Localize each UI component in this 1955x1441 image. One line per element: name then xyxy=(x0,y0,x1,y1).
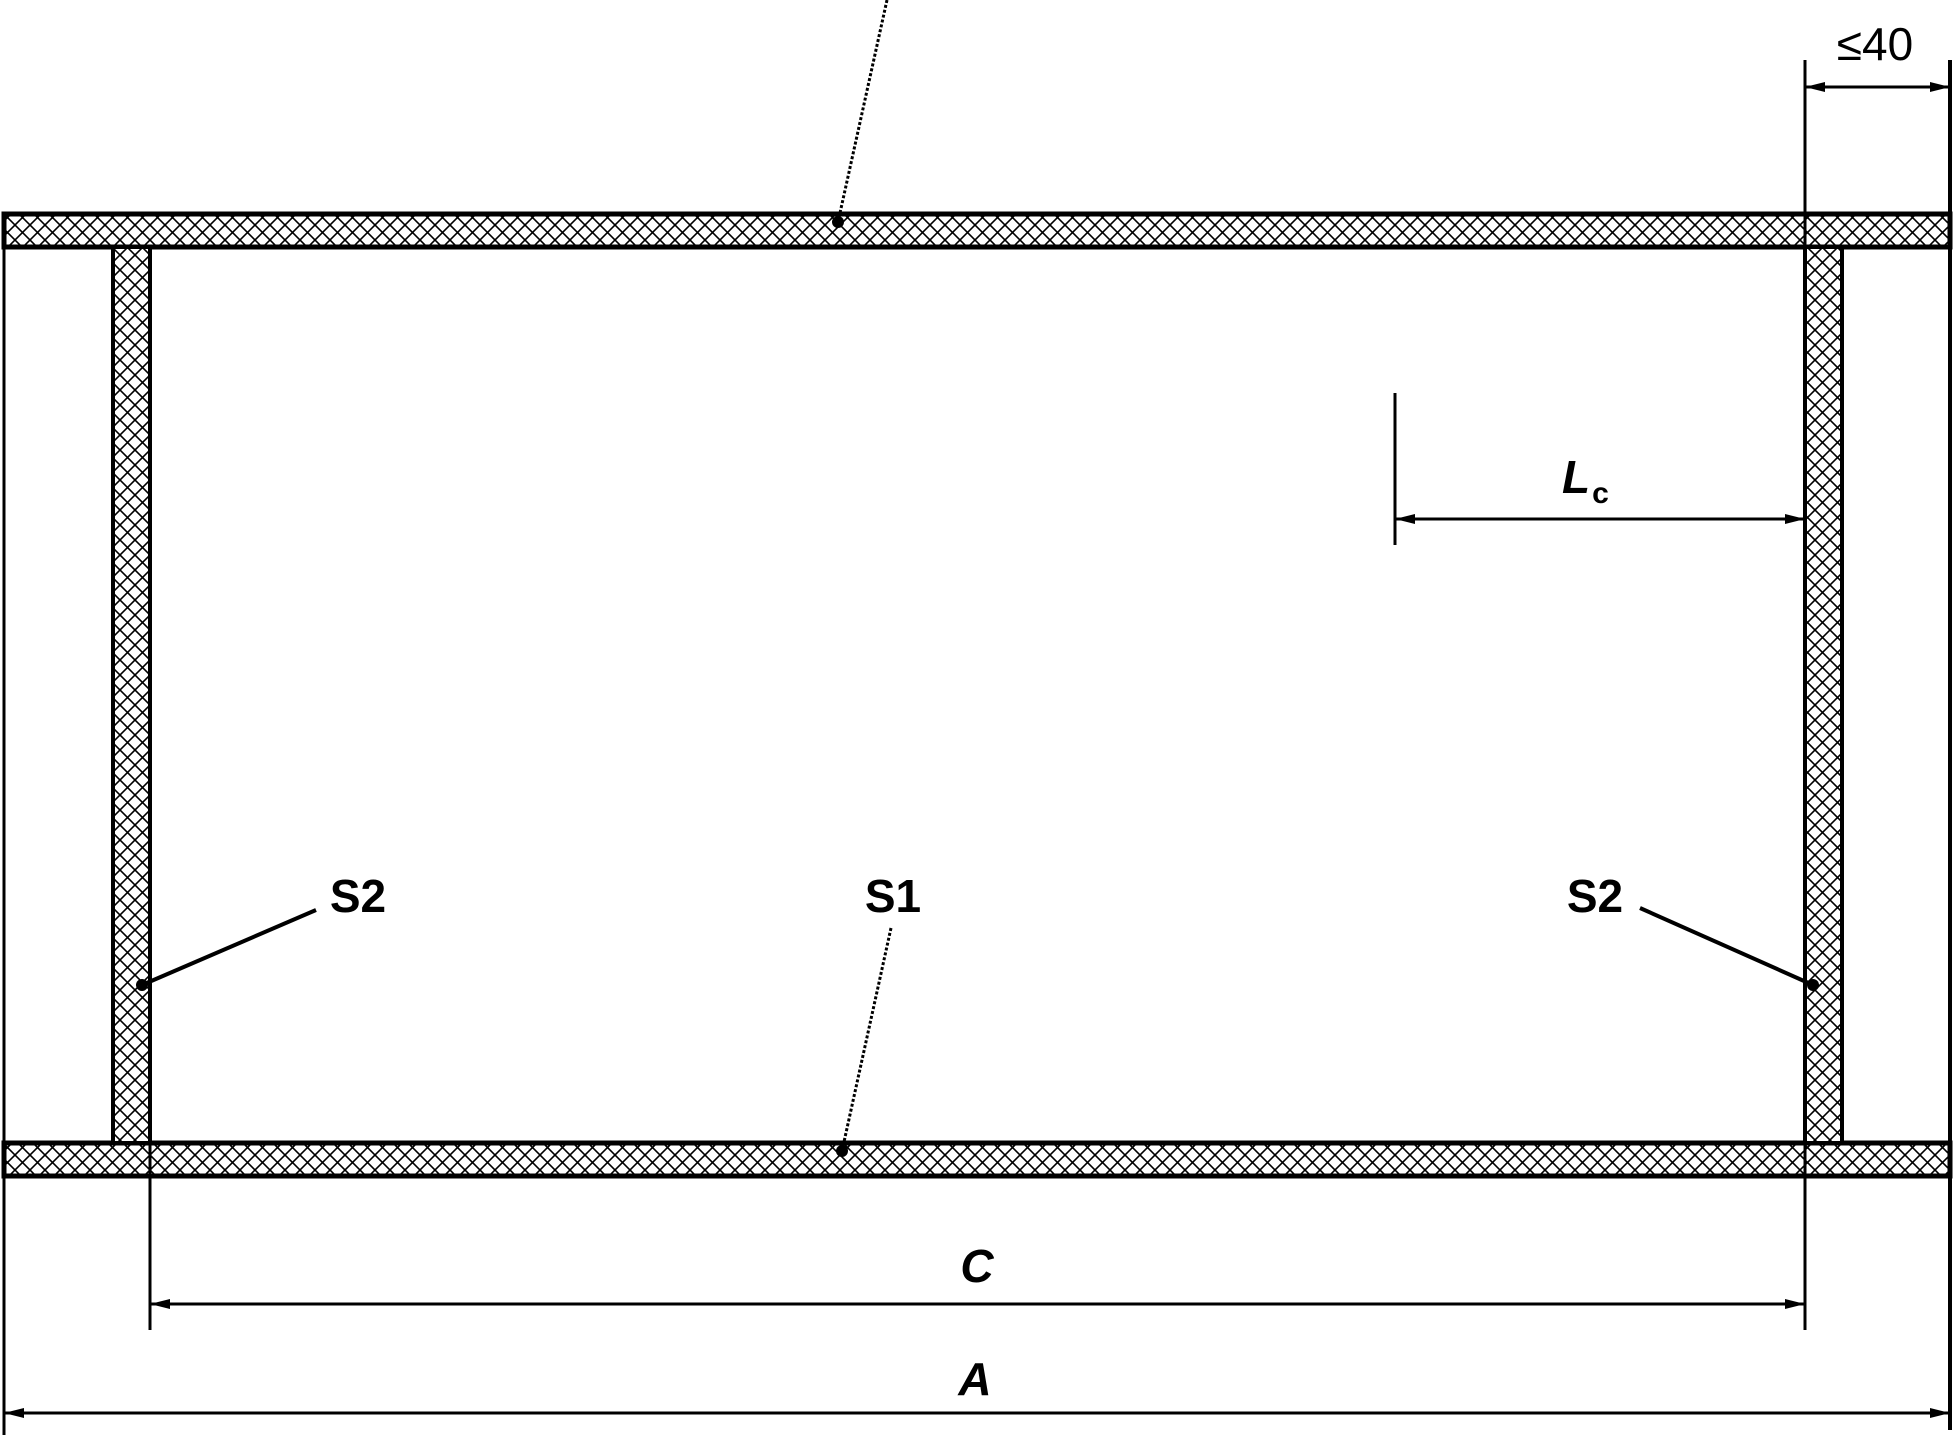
s2-right-leader xyxy=(1639,906,1814,987)
s2-left-label: S2 xyxy=(330,870,386,922)
s2-right-leader-dot xyxy=(1807,979,1819,991)
bottom-band xyxy=(1,1140,1953,1179)
top-band-leader-dot xyxy=(832,216,844,228)
left-wall xyxy=(111,245,152,1145)
dimension-c-label: C xyxy=(960,1240,994,1292)
top-band-leader xyxy=(836,0,889,223)
right-wall xyxy=(1803,245,1844,1145)
s2-left-leader-dot xyxy=(136,979,148,991)
s2-left-leader xyxy=(141,908,317,987)
dimension-edge-label: ≤40 xyxy=(1837,18,1913,70)
dimension-lc-label: Lc xyxy=(1562,451,1609,510)
dimension-a-label: A xyxy=(957,1353,991,1405)
top-band xyxy=(1,211,1953,250)
s1-leader-dot xyxy=(836,1145,848,1157)
s1-label: S1 xyxy=(865,870,921,922)
s1-leader xyxy=(840,927,893,1152)
dimension-lc-sub: c xyxy=(1592,477,1609,510)
s2-right-label: S2 xyxy=(1567,870,1623,922)
dimension-lc-main: L xyxy=(1562,451,1590,503)
